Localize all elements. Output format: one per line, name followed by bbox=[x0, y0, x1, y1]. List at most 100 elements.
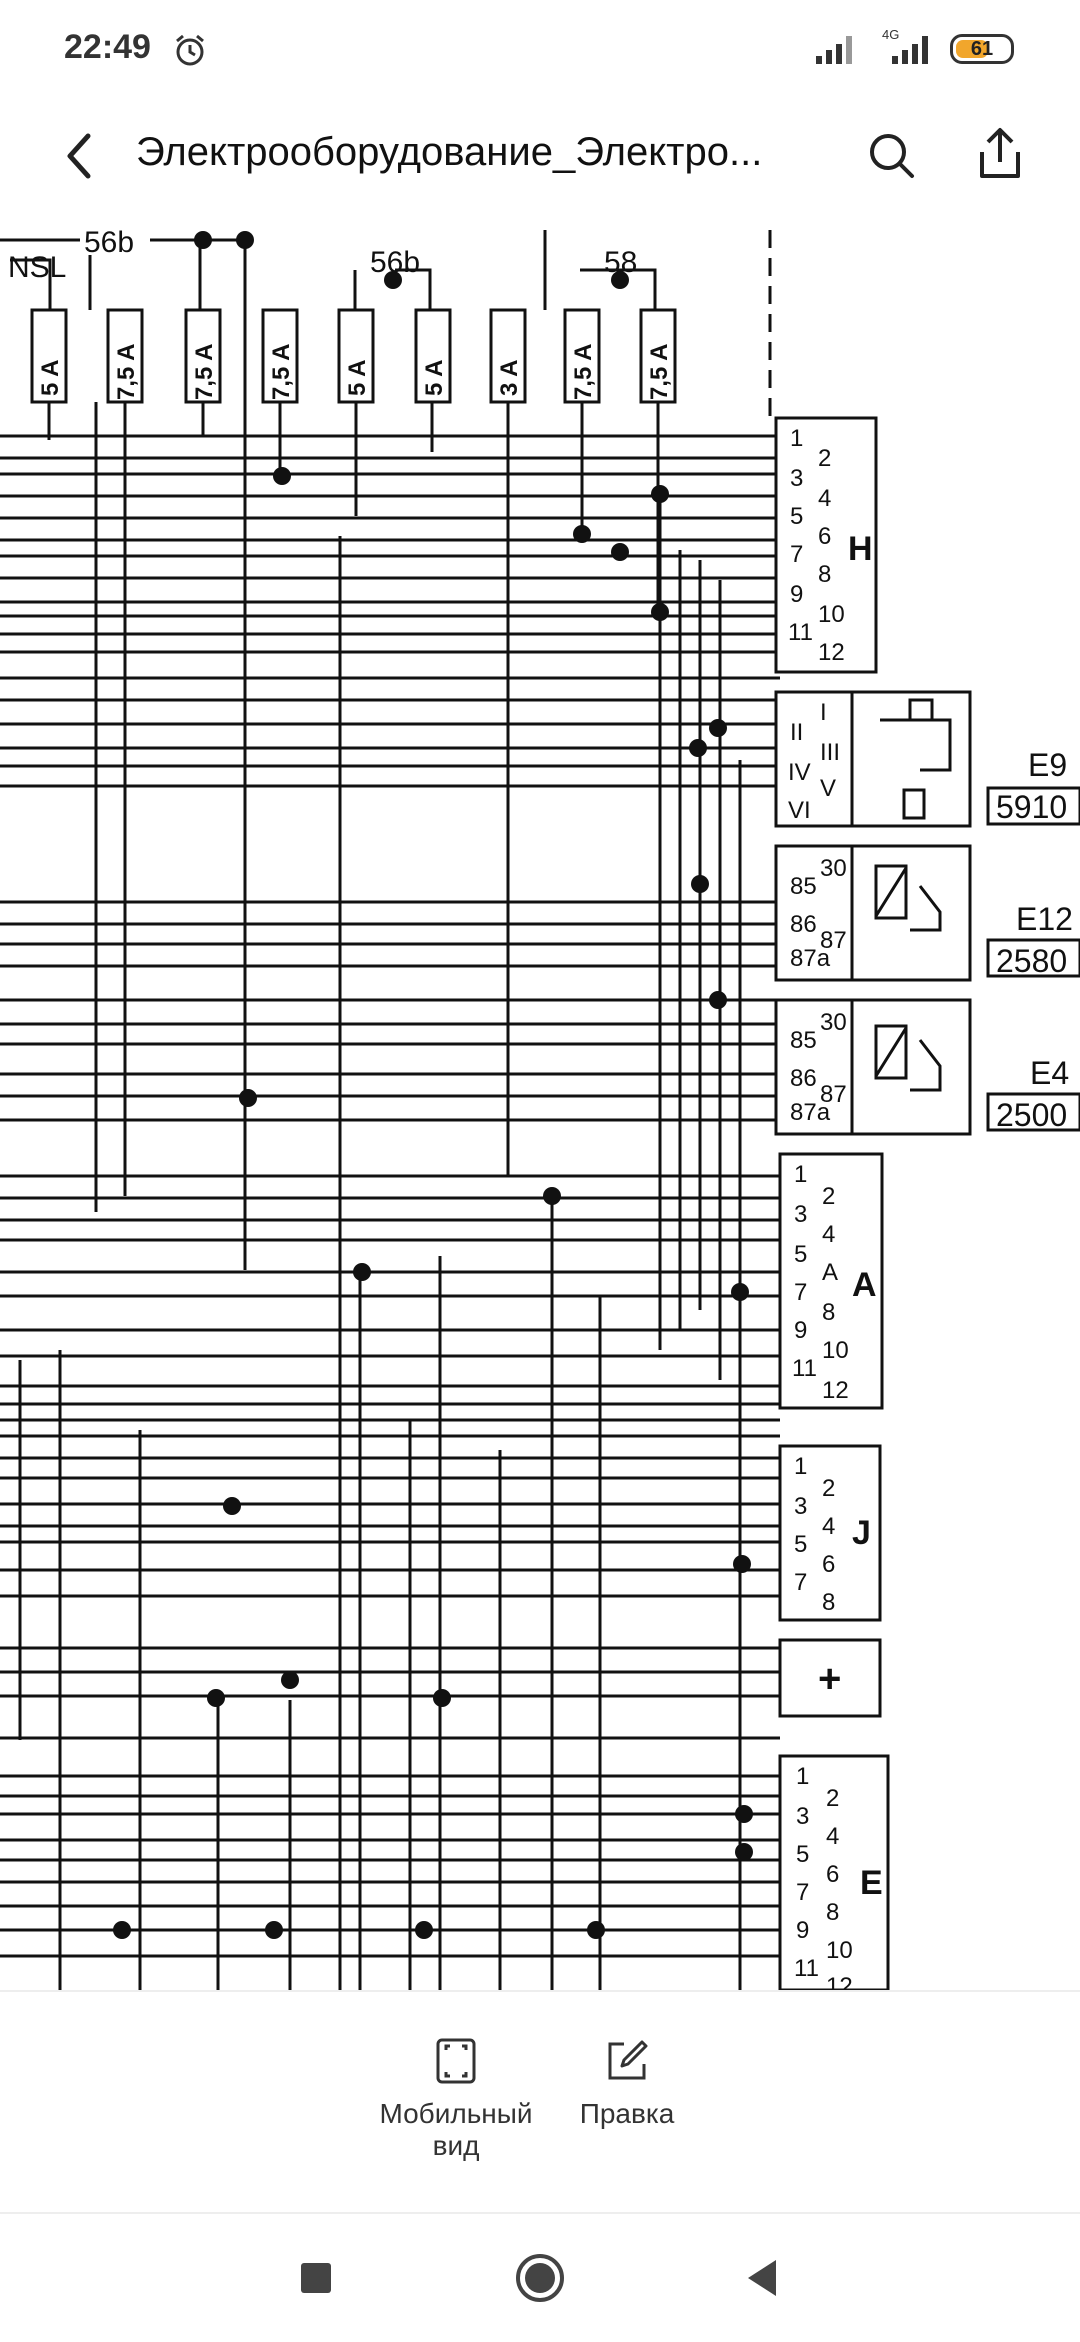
battery-level: 61 bbox=[970, 38, 994, 60]
top-label: 58 bbox=[604, 246, 637, 279]
connector-pin: 5 bbox=[790, 503, 803, 530]
connector-pin: 5 bbox=[796, 1841, 809, 1868]
connector-pin: 3 bbox=[794, 1493, 807, 1520]
relay-pin: 85 bbox=[790, 1027, 817, 1054]
connector-pin: 10 bbox=[822, 1337, 849, 1364]
connector-pin: 8 bbox=[818, 561, 831, 588]
share-icon[interactable] bbox=[968, 122, 1032, 186]
connector-pin: 7 bbox=[794, 1569, 807, 1596]
relay-pin: 87a bbox=[790, 1099, 831, 1126]
connector-pin: 9 bbox=[796, 1917, 809, 1944]
connector-pin: 11 bbox=[794, 1955, 819, 1982]
connector-pin: 4 bbox=[818, 485, 831, 512]
switch-pin: IV bbox=[788, 759, 811, 786]
edit-button[interactable]: Правка bbox=[570, 2036, 684, 2130]
connector-pin: 4 bbox=[826, 1823, 839, 1850]
signal-icon bbox=[892, 36, 928, 64]
fuse-rating: 5 A bbox=[37, 360, 64, 396]
connector-letter: A bbox=[852, 1266, 877, 1304]
battery-icon: 61 bbox=[950, 34, 1014, 64]
connector-pin: 7 bbox=[794, 1279, 807, 1306]
app-bar: Электрооборудование_Электро... bbox=[0, 100, 1080, 212]
relay-pin: 30 bbox=[820, 855, 847, 882]
switch-pin: III bbox=[820, 739, 840, 766]
component-code: E4 bbox=[1030, 1055, 1069, 1091]
status-bar: 22:49 4G 61 bbox=[0, 0, 1080, 100]
connector-letter: J bbox=[852, 1514, 871, 1552]
connector-pin: 8 bbox=[822, 1299, 835, 1326]
connector-pin: 11 bbox=[788, 619, 813, 646]
connector-pin: 12 bbox=[826, 1973, 853, 1990]
fuse-rating: 5 A bbox=[421, 360, 448, 396]
connector-pin: 10 bbox=[818, 601, 845, 628]
connector-pin: 6 bbox=[818, 523, 831, 550]
part-number: 2580 bbox=[996, 943, 1067, 979]
connector-pin: 2 bbox=[826, 1785, 839, 1812]
relay-pin: 86 bbox=[790, 911, 817, 938]
switch-pin: VI bbox=[788, 797, 811, 824]
relay-pin: 85 bbox=[790, 873, 817, 900]
fuse-rating: 7,5 A bbox=[268, 344, 295, 400]
network-type: 4G bbox=[882, 27, 900, 42]
relay-pin: 87 bbox=[820, 1081, 847, 1108]
connector-pin: 3 bbox=[796, 1803, 809, 1830]
connector-pin: 6 bbox=[822, 1551, 835, 1578]
relay-pin: 87a bbox=[790, 945, 831, 972]
edit-icon bbox=[608, 2040, 648, 2080]
connector-pin: 2 bbox=[818, 445, 831, 472]
alarm-icon bbox=[176, 34, 204, 66]
clock: 22:49 bbox=[64, 28, 151, 66]
connector-pin: 11 bbox=[792, 1355, 817, 1382]
back-icon[interactable] bbox=[50, 126, 110, 186]
switch-pin: I bbox=[820, 699, 827, 726]
top-label: 56b bbox=[84, 226, 134, 259]
fuse-rating: 7,5 A bbox=[646, 344, 673, 400]
search-icon[interactable] bbox=[860, 124, 924, 188]
connector-pin: 4 bbox=[822, 1221, 835, 1248]
connector-pin: 5 bbox=[794, 1241, 807, 1268]
part-number: 2500 bbox=[996, 1097, 1067, 1133]
relay-pin: 86 bbox=[790, 1065, 817, 1092]
fullscreen-icon bbox=[436, 2038, 476, 2084]
home-icon[interactable] bbox=[510, 2248, 570, 2308]
document-viewer[interactable]: NSL 56b 56b 58 5 A 7,5 A 7,5 A 7,5 A 5 A… bbox=[0, 212, 1080, 1990]
component-code: E12 bbox=[1016, 901, 1073, 937]
connector-letter: E bbox=[860, 1864, 883, 1902]
connector-pin: 1 bbox=[794, 1453, 807, 1480]
connector-pin: 5 bbox=[794, 1531, 807, 1558]
connector-pin: 8 bbox=[822, 1589, 835, 1616]
connector-pin: A bbox=[822, 1259, 838, 1286]
bottom-action-bar: Мобильный вид Правка bbox=[0, 1990, 1080, 2214]
connector-pin: 9 bbox=[794, 1317, 807, 1344]
document-title: Электрооборудование_Электро... bbox=[136, 130, 763, 174]
connector-pin: 1 bbox=[796, 1763, 809, 1790]
mobile-view-button[interactable]: Мобильный вид bbox=[366, 2036, 546, 2162]
connector-pin: 7 bbox=[796, 1879, 809, 1906]
connector-pin: 12 bbox=[822, 1377, 849, 1404]
connector-letter: H bbox=[848, 530, 873, 568]
connector-pin: 7 bbox=[790, 541, 803, 568]
component-code: E9 bbox=[1028, 747, 1067, 783]
wiring-diagram: NSL 56b 56b 58 5 A 7,5 A 7,5 A 7,5 A 5 A… bbox=[0, 226, 1080, 1990]
recent-apps-icon[interactable] bbox=[286, 2248, 346, 2308]
signal-icon bbox=[816, 36, 852, 64]
connector-pin: 3 bbox=[794, 1201, 807, 1228]
connector-pin: 6 bbox=[826, 1861, 839, 1888]
connector-pin: 1 bbox=[790, 425, 803, 452]
switch-pin: II bbox=[790, 719, 803, 746]
top-label: NSL bbox=[8, 251, 66, 284]
connector-pin: 10 bbox=[826, 1937, 853, 1964]
connector-pin: 9 bbox=[790, 581, 803, 608]
connector-pin: 8 bbox=[826, 1899, 839, 1926]
fuse-rating: 3 A bbox=[496, 360, 523, 396]
top-label: 56b bbox=[370, 246, 420, 279]
fuse-rating: 7,5 A bbox=[570, 344, 597, 400]
connector-pin: 1 bbox=[794, 1161, 807, 1188]
connector-pin: 12 bbox=[818, 639, 845, 666]
connector-pin: 3 bbox=[790, 465, 803, 492]
switch-pin: V bbox=[820, 775, 836, 802]
connector-pin: 2 bbox=[822, 1475, 835, 1502]
system-nav-bar bbox=[0, 2212, 1080, 2342]
back-nav-icon[interactable] bbox=[734, 2248, 794, 2308]
relay-pin: 30 bbox=[820, 1009, 847, 1036]
